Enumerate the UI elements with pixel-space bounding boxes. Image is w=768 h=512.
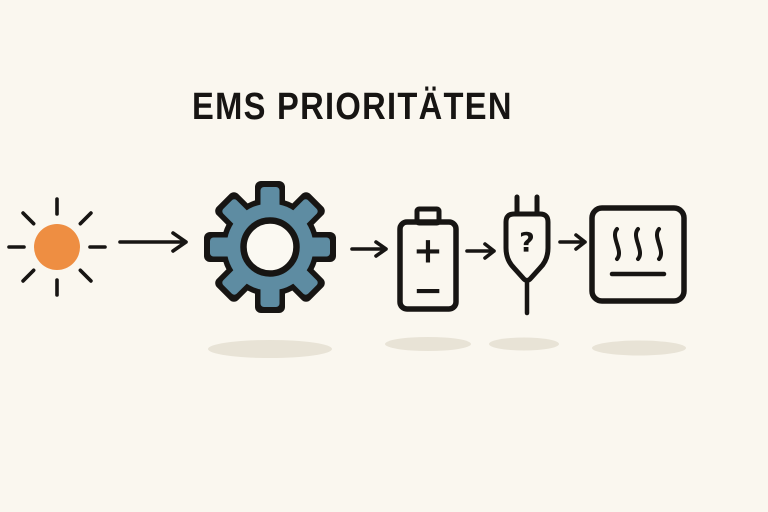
gear-tooth-fill (285, 199, 318, 232)
gear-hole (240, 217, 300, 277)
plug-body (503, 211, 551, 283)
gear-tooth-fill (285, 262, 318, 295)
battery-body (397, 219, 459, 312)
sun-ray (21, 268, 36, 283)
sun-ray (21, 211, 36, 226)
battery-shadow (385, 337, 471, 351)
arrow-right-icon (558, 233, 587, 251)
heat-wave (613, 227, 621, 261)
sun-rays (7, 197, 107, 297)
gear-tooth-fill (260, 187, 280, 218)
gear-shadow (208, 340, 332, 358)
sun-ray (78, 268, 93, 283)
heat-wave (655, 227, 663, 261)
page-title: EMS PRIORITÄTEN (192, 86, 513, 128)
sun-core (34, 224, 80, 270)
sun-ray (78, 211, 93, 226)
ground-shadows (208, 337, 686, 358)
plug-shadow (489, 337, 559, 351)
arrow-right-icon (118, 231, 188, 253)
gear-tooth-fill (222, 262, 255, 295)
battery-icon: + − (397, 206, 459, 312)
gear-tooth-fill (210, 237, 241, 257)
sun-icon (7, 197, 107, 297)
gear-tooth-fill (299, 237, 330, 257)
arrow-right-icon (350, 240, 388, 258)
battery-minus-sign: − (413, 271, 443, 312)
arrow-right-icon (465, 242, 496, 260)
heating-shadow (592, 340, 686, 356)
heating-box (589, 205, 687, 304)
gear-tooth-fill (260, 276, 280, 307)
battery-plus-sign: + (413, 231, 443, 272)
heating-icon (589, 205, 687, 304)
heat-wave (634, 227, 642, 261)
gear-tooth-fill (222, 199, 255, 232)
plug-icon: ? (503, 194, 551, 316)
plug-question-mark: ? (519, 228, 535, 259)
gear-icon (204, 181, 336, 313)
